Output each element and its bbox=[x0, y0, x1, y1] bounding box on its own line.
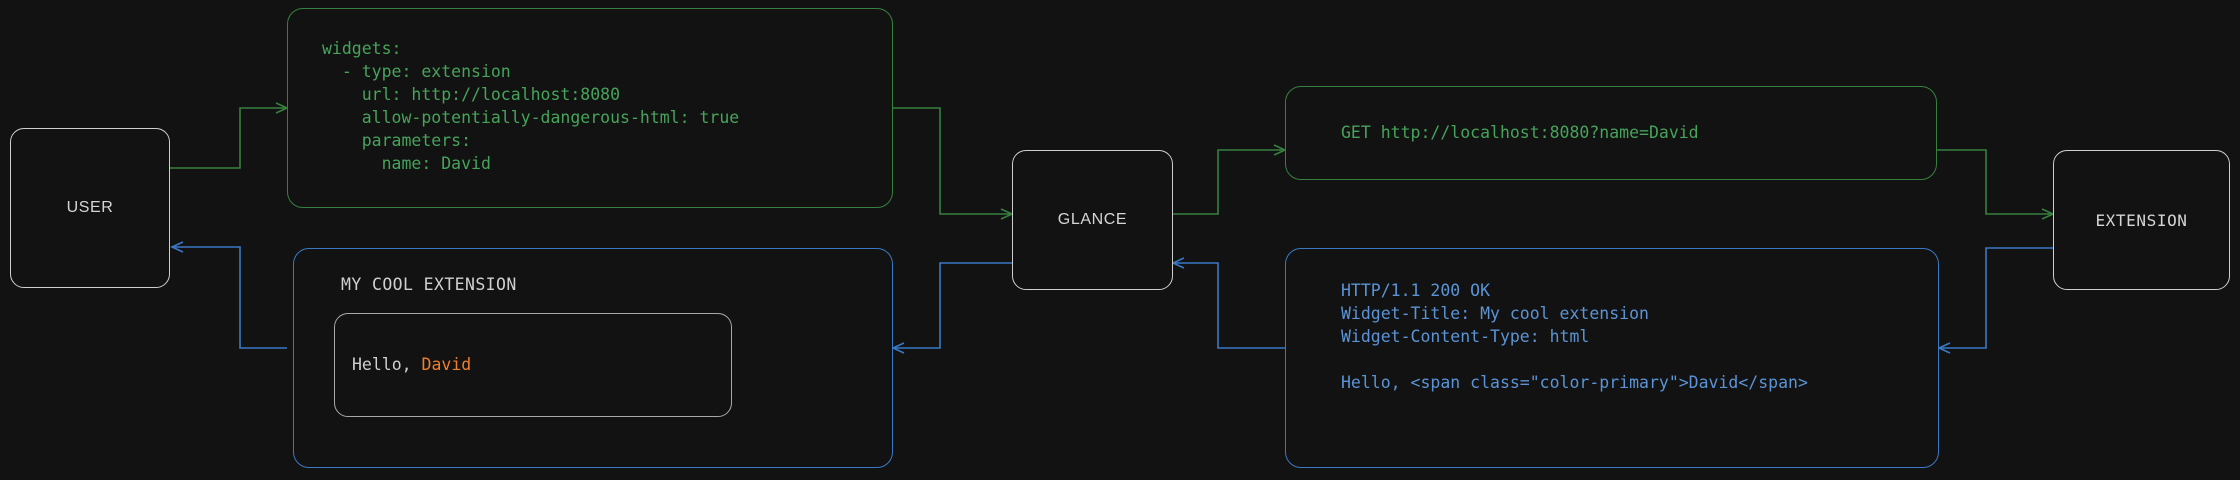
node-extension-label: EXTENSION bbox=[2095, 210, 2188, 230]
edge-request-to-extension bbox=[1937, 149, 2055, 220]
edge-extension-to-response bbox=[1937, 247, 2053, 354]
node-extension[interactable]: EXTENSION bbox=[2053, 150, 2230, 290]
box-config-yaml: widgets: - type: extension url: http://l… bbox=[287, 8, 893, 208]
edge-glance-to-widget bbox=[891, 262, 1012, 354]
widget-greeting-prefix: Hello, bbox=[352, 355, 422, 374]
edge-config-to-glance bbox=[893, 107, 1014, 220]
edge-response-to-glance bbox=[1171, 257, 1285, 349]
node-glance[interactable]: GLANCE bbox=[1012, 150, 1173, 290]
widget-greeting-name: David bbox=[421, 355, 472, 374]
http-response-text: HTTP/1.1 200 OK Widget-Title: My cool ex… bbox=[1341, 281, 1808, 392]
box-http-response: HTTP/1.1 200 OK Widget-Title: My cool ex… bbox=[1285, 248, 1939, 468]
widget-greeting: Hello, David bbox=[352, 355, 471, 374]
node-user-label: USER bbox=[66, 199, 114, 216]
node-user[interactable]: USER bbox=[10, 128, 170, 288]
http-request-text: GET http://localhost:8080?name=David bbox=[1341, 123, 1699, 142]
edge-user-to-config bbox=[170, 102, 289, 169]
node-glance-label: GLANCE bbox=[1057, 211, 1128, 228]
widget-card: Hello, David bbox=[334, 313, 732, 417]
box-http-request: GET http://localhost:8080?name=David bbox=[1285, 86, 1937, 180]
edge-widget-to-user bbox=[170, 241, 287, 349]
widget-title: MY COOL EXTENSION bbox=[341, 275, 517, 294]
edge-glance-to-request bbox=[1173, 144, 1287, 215]
box-rendered-widget: MY COOL EXTENSION Hello, David bbox=[293, 248, 893, 468]
config-yaml-text: widgets: - type: extension url: http://l… bbox=[322, 39, 740, 173]
